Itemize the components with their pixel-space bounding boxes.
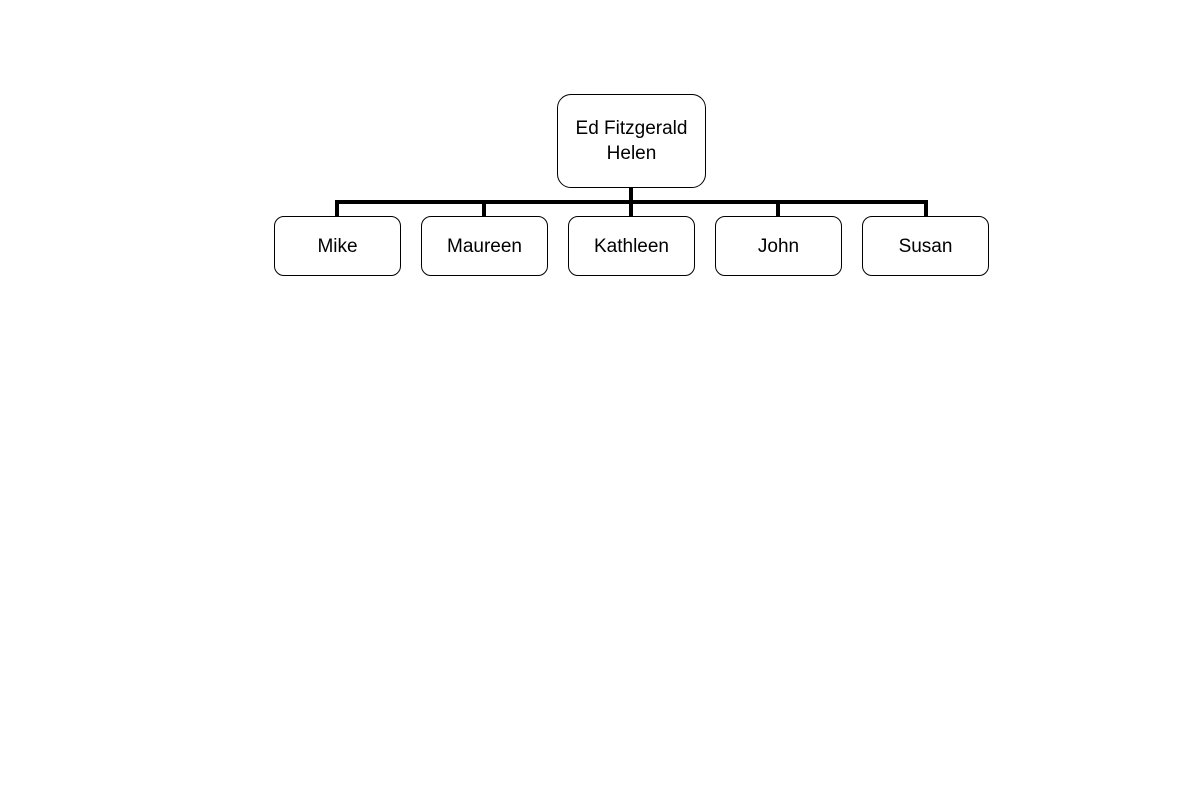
child-node-john: John	[715, 216, 842, 276]
child-label: Maureen	[447, 235, 522, 257]
child-node-maureen: Maureen	[421, 216, 548, 276]
child-label: Susan	[898, 235, 953, 257]
child-node-kathleen: Kathleen	[568, 216, 695, 276]
child-node-susan: Susan	[862, 216, 989, 276]
root-name-line2: Helen	[606, 143, 657, 164]
child-node-mike: Mike	[274, 216, 401, 276]
root-name-line1: Ed Fitzgerald	[575, 118, 688, 139]
child-label: Kathleen	[593, 235, 669, 257]
child-label: John	[757, 235, 800, 257]
root-node: Ed Fitzgerald Helen	[557, 94, 706, 188]
child-label: Mike	[317, 235, 358, 257]
